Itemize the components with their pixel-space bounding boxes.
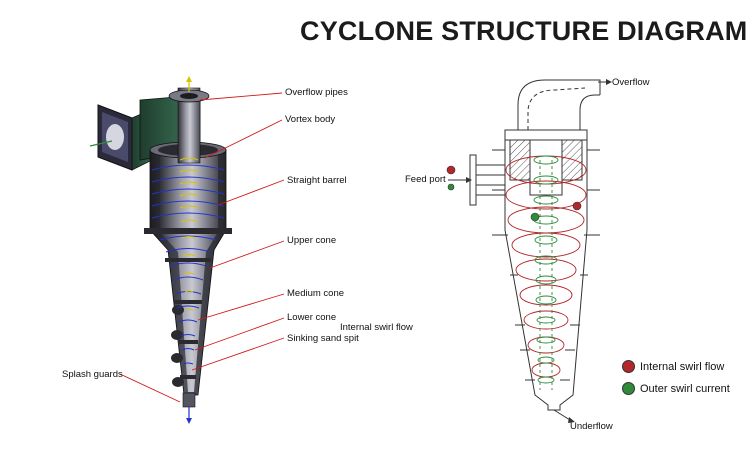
schematic-feed-port: [446, 154, 505, 206]
overflow-pipe: [168, 76, 210, 164]
schematic-top-block: [504, 129, 588, 196]
schematic-inner-swirl: [533, 155, 559, 390]
legend-item-outer-swirl: Outer swirl current: [622, 382, 730, 395]
swirl-spirals: [151, 157, 225, 365]
label-overflow-pipes: Overflow pipes: [285, 87, 348, 98]
pointer-lines: [119, 92, 285, 403]
label-vortex-body: Vortex body: [285, 114, 336, 125]
label-straight-barrel: Straight barrel: [287, 175, 347, 186]
label-underflow: Underflow: [570, 421, 613, 432]
label-upper-cone: Upper cone: [287, 235, 337, 246]
label-feed-port: Feed port: [405, 174, 446, 185]
label-overflow: Overflow: [612, 77, 650, 88]
green-particle: [530, 212, 540, 222]
label-internal-swirl-flow: Internal swirl flow: [340, 322, 413, 333]
legend-label: Outer swirl current: [640, 382, 730, 395]
legend-label: Internal swirl flow: [640, 360, 725, 373]
red-dot-icon: [622, 360, 635, 373]
label-sinking-sand-spit: Sinking sand spit: [287, 333, 359, 344]
label-splash-guards: Splash guards: [62, 369, 123, 380]
label-medium-cone: Medium cone: [287, 288, 345, 299]
red-particle: [572, 201, 582, 211]
schematic-overflow-pipe: [517, 79, 612, 130]
schematic-body: [492, 140, 600, 423]
page-title: CYCLONE STRUCTURE DIAGRAM: [300, 16, 748, 46]
legend-item-internal-swirl: Internal swirl flow: [622, 360, 724, 373]
label-lower-cone: Lower cone: [287, 312, 337, 323]
green-dot-icon: [622, 382, 635, 395]
